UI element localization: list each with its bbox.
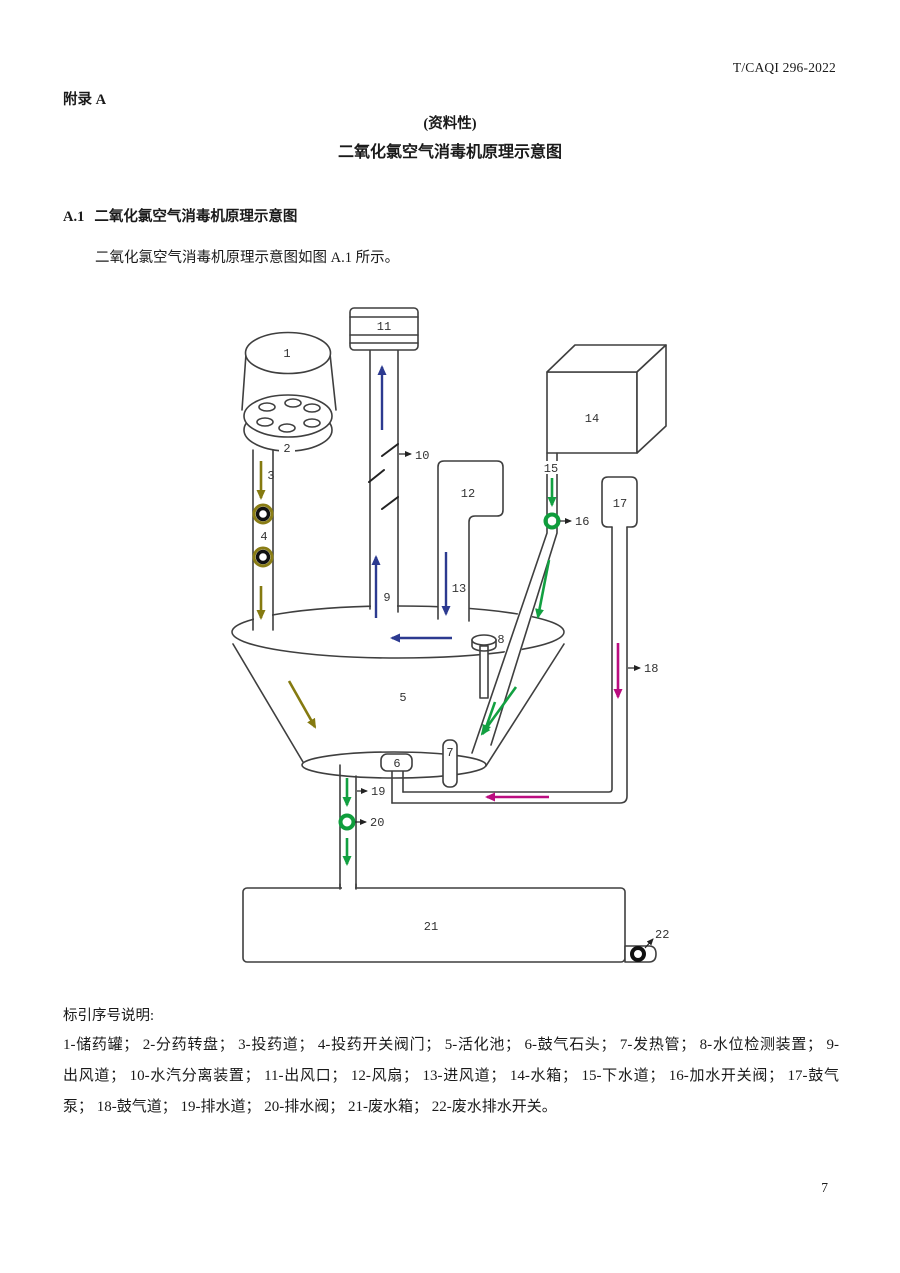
dispensing-turntable-shape — [243, 394, 333, 452]
air-channel-shape — [391, 526, 628, 804]
air-outlet-channel-shape — [369, 348, 399, 613]
label-12: 12 — [461, 487, 475, 501]
page-title: 二氧化氯空气消毒机原理示意图 — [337, 144, 562, 161]
fan-intake-shape — [437, 460, 504, 622]
intro-paragraph: 二氧化氯空气消毒机原理示意图如图 A.1 所示。 — [95, 250, 400, 266]
heating-tube-shape — [442, 739, 458, 788]
legend-line: 出风道； 10-水汽分离装置； 11-出风口； 12-风扇； 13-进风道； 1… — [63, 1068, 839, 1084]
label-16: 16 — [575, 515, 589, 529]
label-10: 10 — [415, 449, 429, 463]
medicine-storage-tank-shape — [241, 331, 337, 411]
waste-drain-switch-ring — [630, 946, 646, 962]
doc-number: T/CAQI 296-2022 — [732, 60, 836, 75]
water-flow-arrows — [342, 478, 557, 866]
label-20: 20 — [370, 816, 384, 830]
water-tank-shape — [546, 344, 667, 454]
label-11: 11 — [377, 320, 391, 334]
label-3: 3 — [267, 469, 274, 483]
label-5: 5 — [399, 691, 406, 705]
label-21: 21 — [424, 920, 438, 934]
waste-water-tank-shape — [242, 883, 657, 963]
label-13: 13 — [452, 582, 466, 596]
label-6: 6 — [393, 757, 400, 771]
section-heading: A.1 二氧化氯空气消毒机原理示意图 — [63, 205, 297, 226]
appendix-label: 附录 A — [63, 92, 107, 108]
drain-valve-ring — [338, 813, 356, 831]
part-number-labels: 1 2 3 4 5 6 7 8 9 10 11 12 13 14 15 16 1… — [260, 319, 669, 942]
section-number: A.1 — [63, 209, 85, 225]
label-22: 22 — [655, 928, 669, 942]
label-8: 8 — [497, 633, 504, 647]
section-title: 二氧化氯空气消毒机原理示意图 — [94, 209, 298, 225]
water-inlet-valve-ring — [543, 512, 561, 530]
down-water-channel-shape — [470, 452, 558, 754]
informative-label: (资料性) — [423, 116, 477, 132]
airflow-arrows — [371, 365, 452, 643]
chemical-flow-arrows — [256, 461, 317, 729]
label-17: 17 — [613, 497, 627, 511]
legend-line: 泵； 18-鼓气道； 19-排水道； 20-排水阀； 21-废水箱； 22-废水… — [63, 1099, 557, 1115]
air-stone-shape — [380, 753, 413, 772]
label-15: 15 — [544, 462, 558, 476]
label-1: 1 — [283, 347, 290, 361]
label-14: 14 — [585, 412, 599, 426]
legend-heading: 标引序号说明: — [63, 1008, 155, 1024]
label-4: 4 — [260, 530, 267, 544]
legend-line: 1-储药罐； 2-分药转盘； 3-投药道； 4-投药开关阀门； 5-活化池； 6… — [63, 1037, 839, 1053]
page-number: 7 — [821, 1180, 828, 1195]
label-18: 18 — [644, 662, 658, 676]
leader-lines — [355, 451, 654, 949]
water-level-detector-shape — [471, 634, 497, 699]
air-pump-shape — [601, 476, 638, 528]
label-2: 2 — [283, 442, 290, 456]
label-19: 19 — [371, 785, 385, 799]
feed-valve-rings — [252, 503, 274, 568]
air-pump-flow-arrows — [485, 643, 623, 802]
vapor-separator-marks — [368, 443, 399, 510]
drainage-channel-shape — [339, 764, 357, 890]
legend-block: 1-储药罐； 2-分药转盘； 3-投药道； 4-投药开关阀门； 5-活化池； 6… — [63, 1030, 839, 1123]
label-9: 9 — [383, 591, 390, 605]
label-7: 7 — [446, 746, 453, 760]
